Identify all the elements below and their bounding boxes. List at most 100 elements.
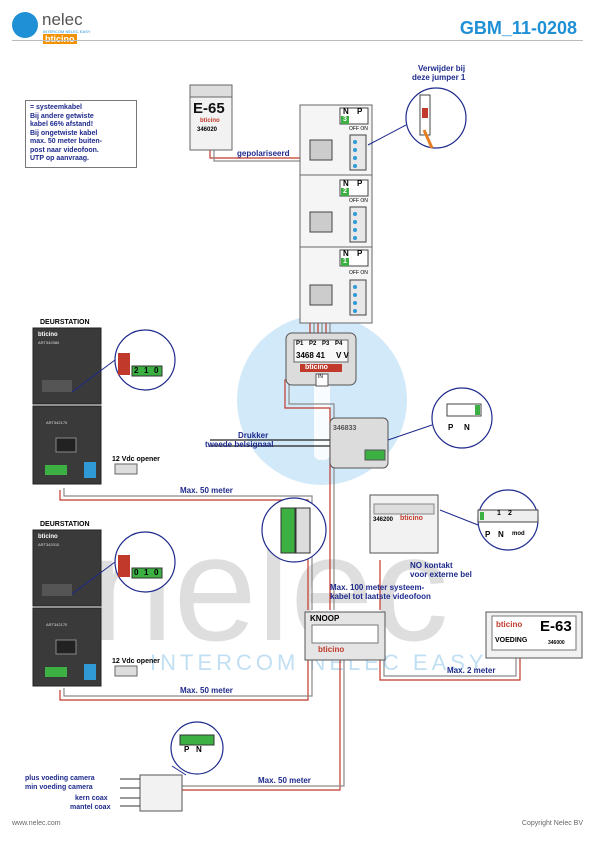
e63-module (485, 611, 583, 659)
ds1-art-top: ART342580 (38, 340, 60, 345)
max50-3-label: Max. 50 meter (258, 776, 311, 785)
pn-p: P (448, 423, 454, 432)
legend-line: kabel 66% afstand! (30, 121, 94, 128)
doc-code: GBM_11-0208 (459, 18, 577, 38)
footer-left[interactable]: www.nelec.com (12, 820, 61, 827)
max100-2: kabel tot laatste videofoon (330, 592, 431, 601)
distributor (285, 332, 357, 387)
no-kontakt-1: NO kontakt (410, 561, 453, 570)
legend-line: UTP op aanvraag. (30, 155, 90, 162)
drukker-label-1: Drukker (238, 431, 269, 440)
vp2-number: 2 (343, 188, 347, 195)
max50-2-label: Max. 50 meter (180, 686, 233, 695)
legend-line: Bij andere getwiste (30, 112, 94, 120)
dist-port-1: P1 (296, 341, 304, 347)
dist-code: 3468 41 (296, 351, 325, 360)
e65-module (189, 84, 233, 151)
knoop-module (304, 611, 386, 661)
vp3-n: N (343, 107, 349, 116)
dip-digit-2: 2 (508, 510, 512, 517)
module-346833-code: 346833 (333, 425, 357, 432)
header-rule (12, 40, 583, 41)
videophone-stack (299, 104, 373, 324)
e63-label: VOEDING (495, 637, 528, 644)
logo-brand: bticino (43, 34, 77, 44)
ds1-art-bottom: ART342170 (46, 420, 68, 425)
module-346833 (329, 387, 493, 469)
camera-module (120, 721, 224, 812)
opener-2-label: 12 Vdc opener (112, 658, 160, 665)
mod-p: P (485, 530, 491, 539)
opener-1-label: 12 Vdc opener (112, 456, 160, 463)
jumper-zoom (367, 87, 467, 149)
footer-right: Copyright Nelec BV (521, 820, 583, 827)
ds1-digit-2: 1 (144, 366, 149, 375)
jumper-label-1: Verwijder bij (418, 64, 466, 73)
dist-port-4: P4 (335, 341, 343, 347)
e65-brand: bticino (200, 118, 220, 124)
knoop-brand: bticino (318, 645, 345, 654)
e63-name: E-63 (540, 618, 572, 635)
e65-name: E-65 (193, 100, 225, 117)
dist-brand: bticino (305, 364, 328, 371)
terminal-zoom (261, 497, 327, 563)
max2-label: Max. 2 meter (447, 666, 496, 675)
jumper-label-2: deze jumper 1 (412, 73, 466, 82)
no-kontakt-2: voor externe bel (410, 570, 472, 579)
nelec-logo-icon (12, 12, 38, 38)
vp2-offon: OFF ON (349, 198, 368, 204)
vp1-number: 1 (343, 258, 347, 265)
camera-p: P (184, 745, 190, 754)
videophone-3 (309, 107, 369, 171)
ds2-digit-1: 0 (134, 568, 139, 577)
dist-in: IN (318, 374, 323, 380)
e65-code: 346020 (197, 127, 218, 133)
camera-label-2: min voeding camera (25, 784, 93, 791)
legend-line: max. 50 meter buiten- (30, 138, 102, 145)
ds1-brand: bticino (38, 332, 58, 338)
mod-n: N (498, 530, 504, 539)
camera-label-4: mantel coax (70, 804, 111, 811)
legend-line: Bij ongetwiste kabel (30, 129, 98, 137)
vp1-n: N (343, 249, 349, 258)
logo-tagline: INTERCOM NELEC EASY (43, 29, 91, 34)
camera-n: N (196, 745, 202, 754)
e63-brand: bticino (496, 620, 523, 629)
header-logo: nelec INTERCOM NELEC EASY bticino (12, 8, 122, 48)
legend-title: = systeemkabel (30, 104, 82, 111)
camera-label-3: kern coax (75, 795, 108, 802)
ds2-brand: bticino (38, 534, 58, 540)
vp2-n: N (343, 179, 349, 188)
ds2-digit-2: 1 (144, 568, 149, 577)
ds1-digit-1: 2 (134, 366, 139, 375)
module-346200 (369, 489, 539, 554)
doorstation-1 (32, 327, 176, 485)
doorstation-2 (32, 529, 176, 687)
vp2-p: P (357, 179, 363, 188)
vp3-offon: OFF ON (349, 126, 368, 132)
dist-port-2: P2 (309, 341, 317, 347)
vp3-number: 3 (343, 116, 347, 123)
legend-note: = systeemkabel Bij andere getwiste kabel… (25, 100, 137, 168)
pn-n: N (464, 423, 470, 432)
camera-label-1: plus voeding camera (25, 775, 95, 782)
videophone-2 (309, 179, 369, 243)
module-346200-code: 346200 (373, 517, 394, 523)
mod-mod: mod (512, 531, 525, 537)
max100-1: Max. 100 meter systeem- (330, 583, 425, 592)
knoop-name: KNOOP (310, 614, 340, 623)
dip-digit-1: 1 (497, 510, 501, 517)
vp1-p: P (357, 249, 363, 258)
drukker-label-2: tweede belsignaal (205, 440, 274, 449)
gepolariseerd-label: gepolariseerd (237, 149, 290, 158)
dist-suffix: V V (336, 351, 349, 360)
module-346200-brand: bticino (400, 515, 423, 522)
e63-code: 346000 (548, 640, 565, 646)
ds1-title: DEURSTATION (40, 319, 90, 326)
ds2-art-top: ART342010 (38, 542, 60, 547)
ds2-digit-3: 0 (154, 568, 159, 577)
max50-1-label: Max. 50 meter (180, 486, 233, 495)
ds1-digit-3: 0 (154, 366, 159, 375)
logo-name: nelec (42, 10, 83, 29)
